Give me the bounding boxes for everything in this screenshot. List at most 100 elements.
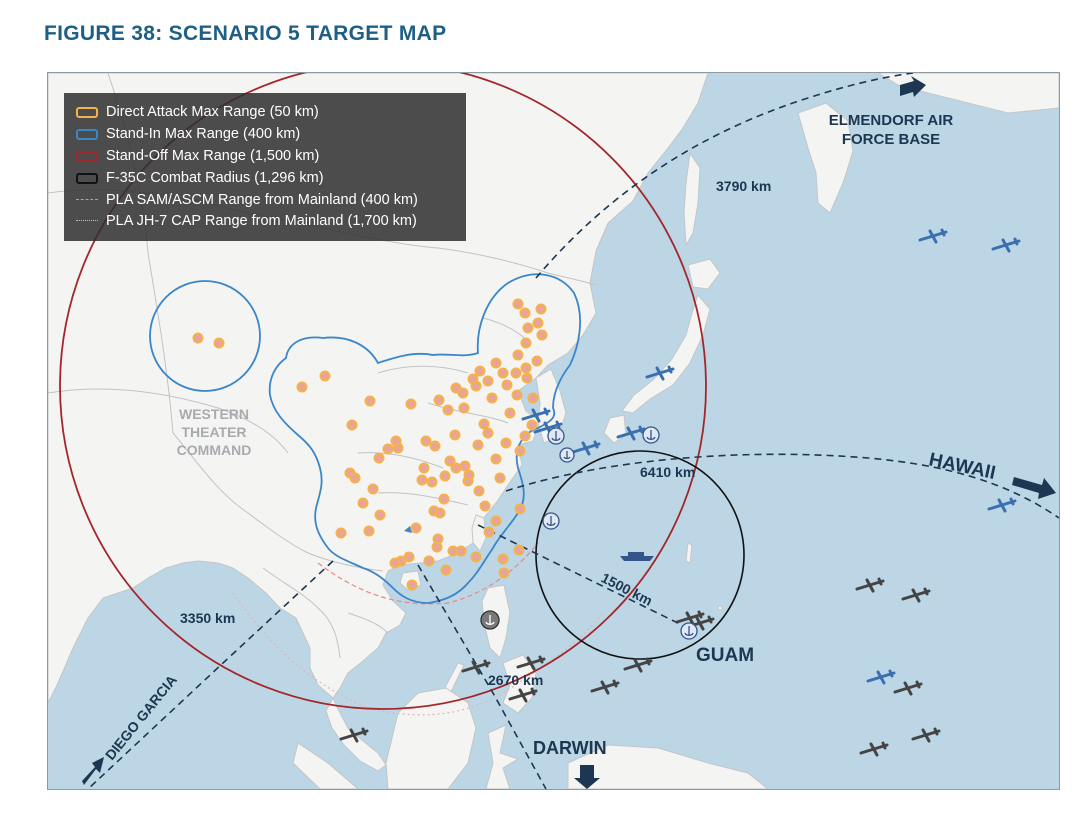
target-marker [494,472,506,484]
legend-row-pla-sam: PLA SAM/ASCM Range from Mainland (400 km… [76,189,456,210]
target-marker [490,453,502,465]
target-marker [512,349,524,361]
legend-label: Stand-Off Max Range (1,500 km) [106,148,320,164]
target-marker [535,303,547,315]
target-marker [463,469,475,481]
target-marker [450,382,462,394]
target-marker [513,544,525,556]
sakhalin [683,151,701,247]
target-marker [373,452,385,464]
target-marker [474,365,486,377]
aircraft-icon [987,497,1017,513]
target-marker [520,362,532,374]
distance-elmendorf: 3790 km [716,178,771,194]
kamchatka [797,102,854,214]
legend-swatch [76,128,98,140]
taiwan [471,514,487,552]
target-marker [527,392,539,404]
aircraft-icon [616,425,646,441]
target-map[interactable]: ELMENDORF AIR FORCE BASE 3790 km HAWAII … [48,73,1059,789]
japan-hokkaido [687,258,721,290]
legend-label: PLA JH-7 CAP Range from Mainland (1,700 … [106,212,417,229]
aircraft-icon [339,727,369,743]
aircraft-icon [645,365,675,381]
target-layer [192,298,548,591]
aircraft-icon [623,657,653,673]
aircraft-icon [893,680,923,696]
marianas [685,542,693,564]
target-marker [519,430,531,442]
aircraft-icon [571,440,601,456]
arrow-layer [82,76,1056,789]
target-marker [490,357,502,369]
target-marker [512,298,524,310]
target-marker [364,395,376,407]
target-marker [213,337,225,349]
borneo [385,687,477,789]
target-marker [482,375,494,387]
target-marker [426,476,438,488]
legend-swatch [76,106,98,118]
aircraft-icon [675,610,705,626]
target-marker [497,553,509,565]
target-marker [536,329,548,341]
darwin-label: DARWIN [533,738,607,758]
map-frame[interactable]: ELMENDORF AIR FORCE BASE 3790 km HAWAII … [47,72,1060,790]
legend-row-f35c: F-35C Combat Radius (1,296 km) [76,167,456,189]
route-hawaii [505,453,1059,519]
target-marker [433,394,445,406]
legend-label: F-35C Combat Radius (1,296 km) [106,170,324,186]
western-theater-line1: WESTERN [179,406,249,422]
route-guam [477,524,689,629]
stand-in-range-east [268,273,581,604]
target-marker [367,483,379,495]
stand-in-range-west [149,280,261,392]
distance-diego-garcia: 3350 km [180,610,235,626]
arrow-hawaii-icon [1012,477,1056,499]
target-marker [382,443,394,455]
reservoir-marker [404,526,412,533]
target-marker [434,507,446,519]
map-legend: Direct Attack Max Range (50 km) Stand-In… [64,93,466,241]
target-marker [192,332,204,344]
western-theater-line3: COMMAND [177,442,252,458]
aircraft-icon [918,228,948,244]
elmendorf-label-line1: ELMENDORF AIR [829,112,954,129]
figure-title: FIGURE 38: SCENARIO 5 TARGET MAP [44,22,447,45]
target-marker [457,387,469,399]
aircraft-icon [590,679,620,695]
new-guinea [567,744,769,789]
elmendorf-label-line2: FORCE BASE [842,131,940,148]
legend-label: PLA SAM/ASCM Range from Mainland (400 km… [106,191,418,208]
legend-swatch [76,172,98,184]
target-marker [472,439,484,451]
target-marker [531,355,543,367]
sumatra [292,742,359,789]
target-marker [455,545,467,557]
target-marker [504,407,516,419]
target-marker [423,555,435,567]
legend-swatch [76,220,98,221]
target-marker [501,379,513,391]
target-marker [389,557,401,569]
target-marker [374,509,386,521]
target-marker [470,551,482,563]
target-marker [532,317,544,329]
route-darwin [417,564,547,789]
target-marker [483,526,495,538]
aircraft-icon [855,577,885,593]
target-marker [442,404,454,416]
aircraft-icon [911,727,941,743]
base-anchor-icon [680,622,698,640]
pla-sam-range [317,542,539,605]
stand-off-range-circle [59,73,707,710]
legend-row-stand-off: Stand-Off Max Range (1,500 km) [76,145,456,167]
target-marker [335,527,347,539]
target-marker [526,419,538,431]
target-marker [410,522,422,534]
aircraft-layer [339,228,1021,757]
target-marker [458,402,470,414]
target-marker [522,322,534,334]
aircraft-icon [866,669,896,685]
target-marker [486,392,498,404]
